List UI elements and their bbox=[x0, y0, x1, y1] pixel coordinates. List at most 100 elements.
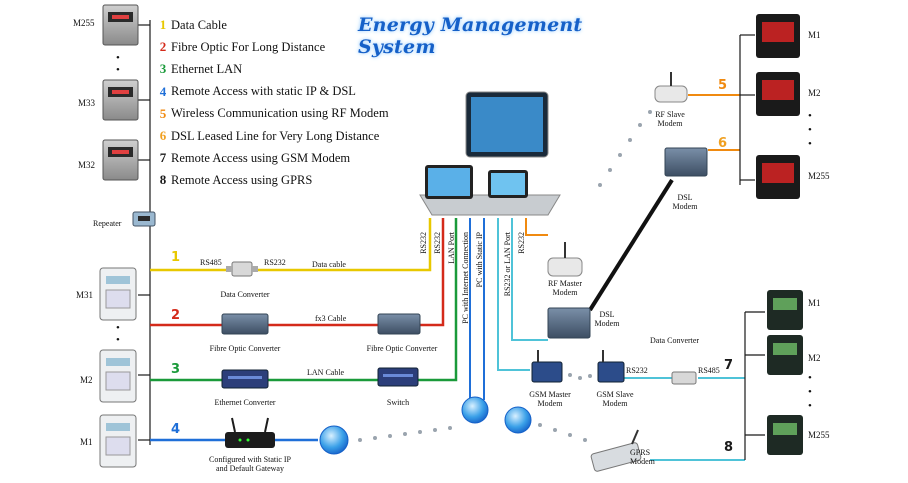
badge-6: 6 bbox=[718, 136, 728, 151]
legend-item: 6 DSL Leased Line for Very Long Distance bbox=[157, 125, 392, 147]
label-rf-slave-1: RF Slave bbox=[655, 110, 685, 119]
label-gsm-master-2: Modem bbox=[537, 399, 563, 408]
label-rs485: RS485 bbox=[200, 258, 222, 267]
label-switch: Switch bbox=[386, 398, 410, 407]
port-label: PC with Internet Connection bbox=[461, 232, 470, 324]
label-rf-slave-2: Modem bbox=[657, 119, 683, 128]
dots-indicator: • bbox=[808, 138, 812, 150]
legend-item: 8 Remote Access using GPRS bbox=[157, 169, 392, 191]
dsl-modem-icon bbox=[547, 307, 591, 339]
internet-globe-icon bbox=[319, 425, 349, 455]
port-label: RS232 or LAN Port bbox=[503, 232, 512, 297]
legend-number: 1 bbox=[159, 17, 167, 33]
legend-text: Wireless Communication using RF Modem bbox=[171, 106, 389, 121]
label-gsm-master-1: GSM Master bbox=[529, 390, 571, 399]
internet-globe-icon bbox=[504, 406, 532, 434]
page-title: Energy Management System bbox=[358, 14, 583, 58]
label-dsl-mid-1: DSL bbox=[599, 310, 615, 319]
legend-number: 7 bbox=[159, 150, 167, 166]
label-m33: M33 bbox=[78, 98, 96, 108]
label-dsl-mid-2: Modem bbox=[594, 319, 620, 328]
label-data-converter-right: Data Converter bbox=[650, 336, 700, 345]
legend-number: 6 bbox=[159, 128, 167, 144]
gsm-slave-modem-icon bbox=[597, 350, 625, 383]
rf-line bbox=[525, 218, 548, 236]
legend-text: Remote Access using GSM Modem bbox=[171, 150, 351, 165]
badge-7: 7 bbox=[724, 358, 734, 373]
dots-indicator: • bbox=[808, 110, 812, 122]
label-dsl-top-2: Modem bbox=[672, 202, 698, 211]
dots-indicator: • bbox=[808, 372, 812, 384]
label-m31: M31 bbox=[76, 290, 94, 300]
badge-4: 4 bbox=[171, 422, 181, 437]
data-converter-icon bbox=[226, 261, 258, 277]
meter-m32-icon bbox=[102, 139, 139, 181]
meter-m33-icon bbox=[102, 79, 139, 121]
switch-icon bbox=[377, 367, 419, 387]
label-static-ip-line2: and Default Gateway bbox=[216, 464, 284, 473]
rf-slave-modem-icon bbox=[654, 72, 688, 103]
dots-indicator: • bbox=[116, 64, 120, 76]
label-right-m255: M255 bbox=[808, 171, 830, 181]
port-label: PC with Static IP bbox=[475, 232, 484, 288]
dots-indicator: • bbox=[116, 52, 120, 64]
legend-text: Remote Access using GPRS bbox=[171, 172, 313, 187]
badge-2: 2 bbox=[171, 308, 181, 323]
repeater-icon bbox=[132, 211, 156, 227]
label-rs232-right: RS232 bbox=[626, 366, 648, 375]
legend-text: Remote Access with static IP & DSL bbox=[171, 84, 356, 99]
dots-indicator: • bbox=[116, 334, 120, 346]
port-label: RS232 bbox=[419, 232, 428, 254]
internet-link bbox=[358, 426, 452, 442]
gprs-modem-icon bbox=[590, 429, 642, 472]
label-data-converter: Data Converter bbox=[220, 290, 270, 299]
label-gprs-1: GPRS bbox=[630, 448, 651, 457]
meter-rb-m1-icon bbox=[767, 290, 803, 330]
meter-m255-icon bbox=[102, 4, 139, 46]
meter-right-m1-icon bbox=[756, 14, 800, 58]
label-fibre-optic-converter-a: Fibre Optic Converter bbox=[209, 344, 281, 353]
gsm-line bbox=[497, 218, 530, 371]
label-fx3-cable: fx3 Cable bbox=[315, 314, 347, 323]
label-repeater: Repeater bbox=[93, 219, 122, 228]
label-gprs-2: Modem bbox=[630, 457, 655, 466]
dots-indicator: • bbox=[116, 322, 120, 334]
port-label: RS232 bbox=[433, 232, 442, 254]
pc-laptop-icon bbox=[419, 91, 561, 216]
ethernet-converter-icon bbox=[221, 369, 269, 389]
legend-number: 8 bbox=[159, 172, 167, 188]
label-rb-m255: M255 bbox=[808, 430, 830, 440]
badge-3: 3 bbox=[171, 362, 181, 377]
meter-rb-m2-icon bbox=[767, 335, 803, 375]
label-rs232: RS232 bbox=[264, 258, 286, 267]
label-data-cable: Data cable bbox=[312, 260, 346, 269]
label-gsm-slave-1: GSM Slave bbox=[596, 390, 634, 399]
label-rf-master-1: RF Master bbox=[548, 279, 582, 288]
dots-indicator: • bbox=[808, 386, 812, 398]
dots-indicator: • bbox=[808, 124, 812, 136]
dots-indicator: • bbox=[808, 400, 812, 412]
router-icon bbox=[225, 417, 275, 448]
legend-item: 7 Remote Access using GSM Modem bbox=[157, 147, 392, 169]
legend-text: DSL Leased Line for Very Long Distance bbox=[171, 128, 380, 143]
label-gsm-slave-2: Modem bbox=[602, 399, 628, 408]
fibre-optic-converter-b-icon bbox=[377, 313, 421, 335]
label-m32: M32 bbox=[78, 160, 96, 170]
gsm-master-modem-icon bbox=[531, 350, 563, 383]
badge-8: 8 bbox=[724, 440, 734, 455]
rf-master-modem-icon bbox=[547, 242, 583, 277]
label-right-m2: M2 bbox=[808, 88, 821, 98]
label-ethernet-converter: Ethernet Converter bbox=[214, 398, 276, 407]
meter-m31-icon bbox=[99, 267, 137, 321]
legend-number: 2 bbox=[159, 39, 167, 55]
badge-1: 1 bbox=[171, 250, 181, 265]
label-m2: M2 bbox=[80, 375, 93, 385]
label-rb-m1: M1 bbox=[808, 298, 821, 308]
label-m255: M255 bbox=[73, 18, 95, 28]
